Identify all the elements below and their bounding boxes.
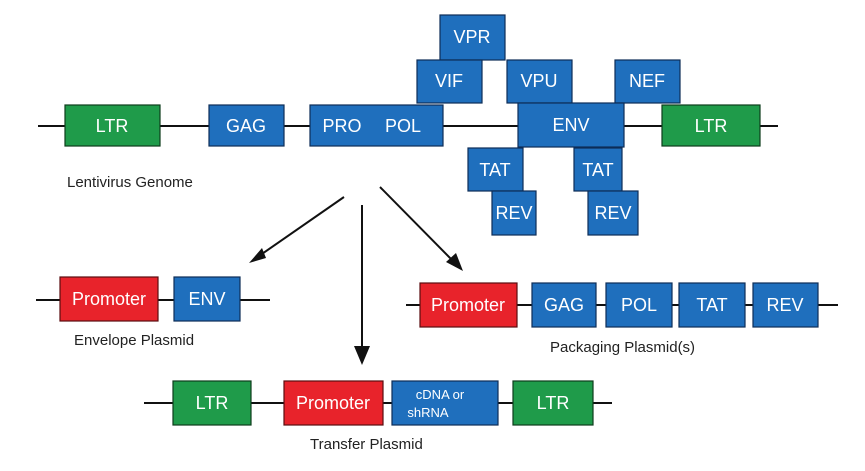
genome-tat-1-label: TAT — [479, 160, 510, 180]
packaging-promoter-box — [419, 282, 518, 328]
transfer-insert-box — [391, 380, 499, 426]
packaging-plasmid: Promoter GAG POL TAT REV Packaging Plasm… — [406, 282, 838, 356]
transfer-promoter-label: Promoter — [296, 393, 370, 413]
genome-ltr-right-label: LTR — [695, 116, 728, 136]
genome-rev-1-label: REV — [495, 203, 532, 223]
packaging-pol-label: POL — [621, 295, 657, 315]
genome-gag-box — [208, 104, 285, 147]
packaging-gag-box — [531, 282, 597, 328]
packaging-tat-box — [678, 282, 746, 328]
arrows — [249, 186, 463, 365]
genome-pro-label: PRO — [322, 116, 361, 136]
genome-pol-label: POL — [385, 116, 421, 136]
transfer-plasmid: LTR Promoter cDNA or shRNA LTR Transfer … — [144, 380, 612, 453]
lentivirus-genome: LTR GAG PRO POL VPR VIF VPU NEF ENV LTR … — [38, 14, 778, 236]
envelope-env-label: ENV — [188, 289, 225, 309]
genome-caption: Lentivirus Genome — [67, 174, 193, 191]
genome-tat-2-box — [573, 147, 623, 192]
transfer-ltr-right-label: LTR — [537, 393, 570, 413]
genome-env-label: ENV — [552, 115, 589, 135]
transfer-ltr-left-label: LTR — [196, 393, 229, 413]
packaging-gag-label: GAG — [544, 295, 584, 315]
transfer-caption: Transfer Plasmid — [310, 436, 423, 453]
genome-nef-box — [614, 59, 681, 104]
genome-pro-pol-box — [309, 104, 444, 147]
genome-rev-2-label: REV — [594, 203, 631, 223]
genome-ltr-left-label: LTR — [96, 116, 129, 136]
envelope-promoter-label: Promoter — [72, 289, 146, 309]
packaging-caption: Packaging Plasmid(s) — [550, 339, 695, 356]
transfer-promoter-box — [283, 380, 384, 426]
genome-vif-label: VIF — [435, 71, 463, 91]
arrow-to-envelope — [258, 196, 345, 257]
arrow-to-transfer-head — [354, 346, 370, 365]
envelope-plasmid: Promoter ENV Envelope Plasmid — [36, 276, 270, 349]
arrow-to-envelope-head — [249, 248, 266, 263]
envelope-env-box — [173, 276, 241, 322]
genome-tat-2-label: TAT — [582, 160, 613, 180]
arrow-to-packaging — [379, 186, 455, 263]
genome-env-box — [517, 102, 625, 148]
genome-tat-1-box — [467, 147, 524, 192]
packaging-promoter-label: Promoter — [431, 295, 505, 315]
transfer-ltr-right-box — [512, 380, 594, 426]
genome-vpr-label: VPR — [453, 27, 490, 47]
packaging-tat-label: TAT — [696, 295, 727, 315]
genome-rev-1-box — [491, 190, 537, 236]
genome-ltr-right-box — [661, 104, 761, 147]
envelope-caption: Envelope Plasmid — [74, 332, 194, 349]
genome-vif-box — [416, 59, 483, 104]
transfer-insert-label-line2: shRNA — [407, 405, 449, 420]
packaging-rev-box — [752, 282, 819, 328]
genome-gag-label: GAG — [226, 116, 266, 136]
packaging-pol-box — [605, 282, 673, 328]
packaging-rev-label: REV — [766, 295, 803, 315]
genome-ltr-left-box — [64, 104, 161, 147]
arrow-to-packaging-head — [446, 253, 463, 271]
envelope-promoter-box — [59, 276, 159, 322]
genome-vpu-box — [506, 59, 573, 104]
genome-nef-label: NEF — [629, 71, 665, 91]
transfer-ltr-left-box — [172, 380, 252, 426]
transfer-insert-label-line1: cDNA or — [416, 387, 465, 402]
genome-rev-2-box — [587, 190, 639, 236]
genome-vpu-label: VPU — [520, 71, 557, 91]
